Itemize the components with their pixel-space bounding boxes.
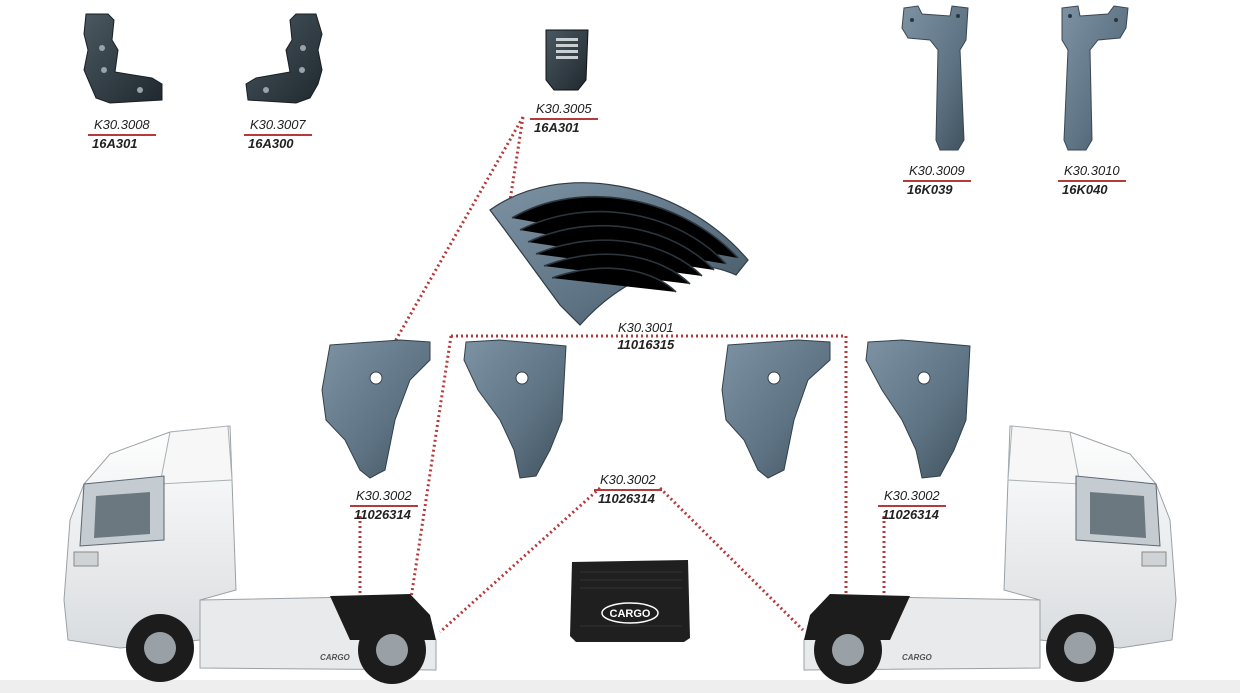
connector-3001-left	[408, 335, 453, 606]
label-k30-3002-left: K30.3002 11026314	[350, 488, 418, 523]
pillar-3009-image	[901, 5, 969, 151]
truck-left-image: CARGO	[63, 425, 437, 684]
connector-3005-left	[391, 116, 525, 346]
truck-right-badge: CARGO	[902, 653, 933, 662]
part-code: K30.3010	[1058, 163, 1126, 182]
part-number: 16K040	[1062, 182, 1108, 197]
cover-3005-image	[545, 29, 589, 91]
label-k30-3010: K30.3010 16K040	[1058, 163, 1126, 198]
truck-left-badge: CARGO	[320, 653, 351, 662]
part-number: 11026314	[598, 491, 655, 506]
part-code: K30.3002	[594, 472, 662, 491]
roof-deflector-3001-image	[489, 182, 749, 326]
side-deflector-3-image	[721, 339, 831, 479]
part-number: 16A301	[534, 120, 580, 135]
mudflap-logo-text: CARGO	[610, 608, 651, 620]
part-number: 11026314	[354, 507, 411, 522]
bracket-3008-image	[83, 13, 163, 104]
label-k30-3002-center: K30.3002 11026314	[594, 472, 662, 507]
truck-right-image	[803, 425, 1177, 684]
label-k30-3007: K30.3007 16A300	[244, 117, 312, 152]
mudflap-image: CARGO	[570, 560, 690, 642]
part-number: 11016315	[617, 337, 675, 352]
part-number: 16A301	[92, 136, 138, 151]
part-number: 16K039	[907, 182, 953, 197]
part-code: K30.3009	[903, 163, 971, 182]
part-code: K30.3002	[350, 488, 418, 507]
part-number: 16A300	[248, 136, 294, 151]
connector-3002-mid-right	[658, 486, 805, 632]
side-deflector-4-image	[865, 339, 971, 479]
connector-3002-mid-left	[438, 486, 602, 634]
part-code: K30.3005	[530, 101, 598, 120]
part-number: 11026314	[882, 507, 939, 522]
part-code: K30.3007	[244, 117, 312, 136]
label-k30-3002-right: K30.3002 11026314	[878, 488, 946, 523]
label-k30-3005: K30.3005 16A301	[530, 101, 598, 136]
cargo-logo-icon	[601, 602, 659, 624]
part-code: K30.3002	[878, 488, 946, 507]
side-deflector-2-image	[463, 339, 567, 479]
part-code: K30.3008	[88, 117, 156, 136]
pillar-3010-image	[1061, 5, 1129, 151]
bracket-3007-image	[245, 13, 323, 104]
part-code: K30.3001	[618, 320, 674, 335]
label-k30-3001: K30.3001 11016315	[612, 320, 680, 353]
ground-shadow	[0, 680, 1240, 693]
label-k30-3008: K30.3008 16A301	[88, 117, 156, 152]
side-deflector-1-image	[321, 339, 431, 479]
label-k30-3009: K30.3009 16K039	[903, 163, 971, 198]
